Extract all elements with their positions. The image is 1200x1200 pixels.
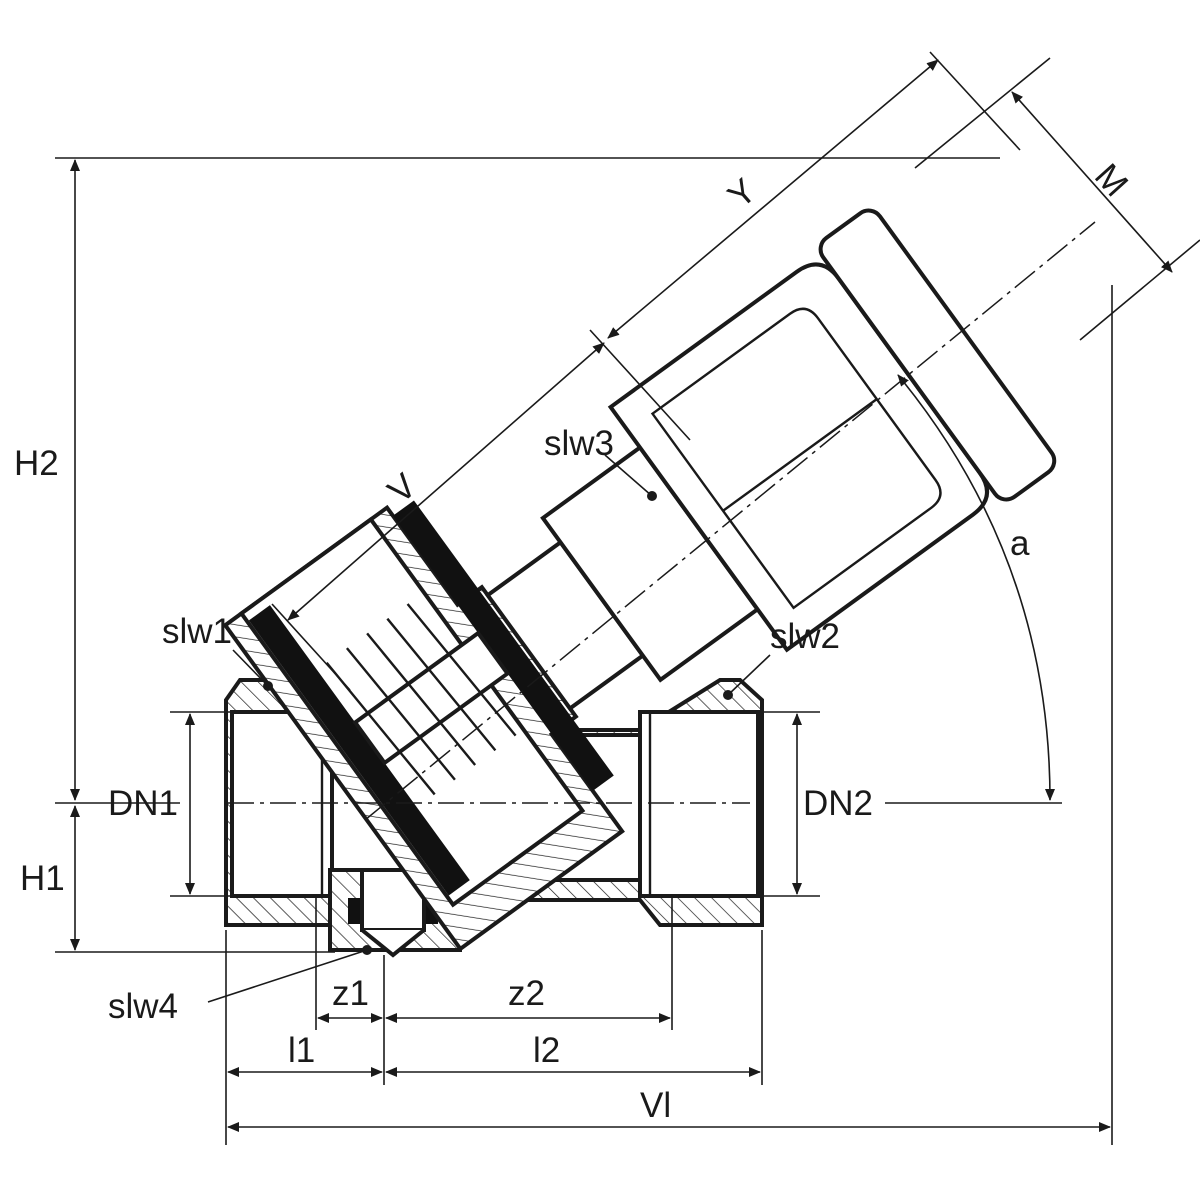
label-a: a <box>1010 524 1030 563</box>
label-Y: Y <box>720 171 763 216</box>
label-z2: z2 <box>508 974 545 1013</box>
label-slw3: slw3 <box>544 424 614 463</box>
label-Vl: Vl <box>640 1086 671 1125</box>
label-slw4: slw4 <box>108 987 178 1026</box>
label-slw1: slw1 <box>162 612 232 651</box>
label-H2: H2 <box>14 444 59 483</box>
label-slw2: slw2 <box>770 617 840 656</box>
label-M: M <box>1087 156 1135 204</box>
center-lines <box>228 221 1096 821</box>
label-V: V <box>380 466 424 511</box>
label-l2: l2 <box>533 1031 560 1070</box>
label-DN1: DN1 <box>108 784 178 823</box>
label-z1: z1 <box>332 974 369 1013</box>
label-H1: H1 <box>20 859 65 898</box>
label-DN2: DN2 <box>803 784 873 823</box>
dimension-lines <box>55 51 1200 1145</box>
label-l1: l1 <box>288 1031 315 1070</box>
